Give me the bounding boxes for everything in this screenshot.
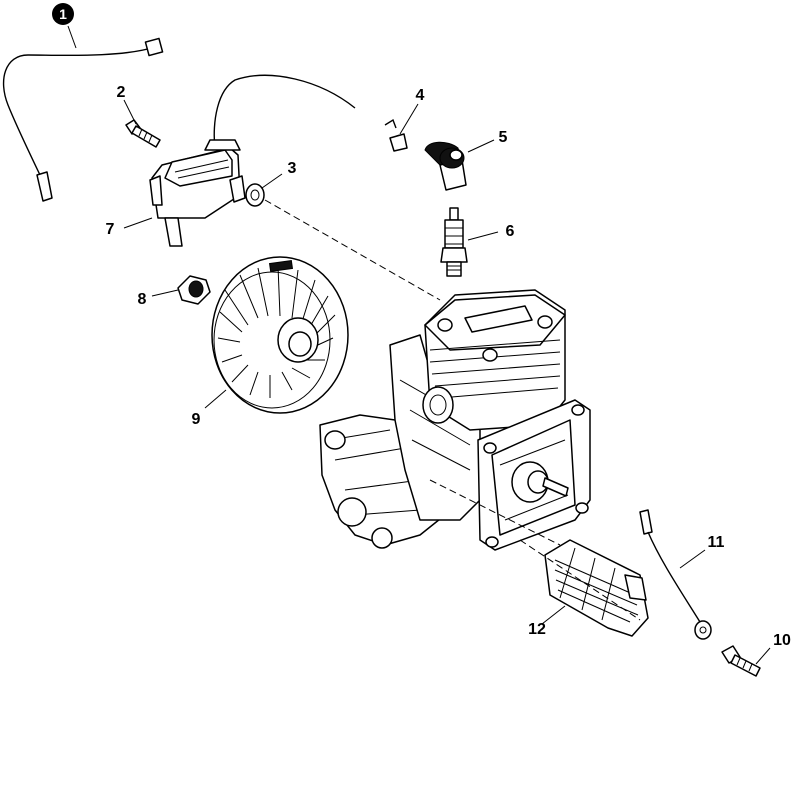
- callout-5-label[interactable]: 5: [499, 129, 508, 146]
- part-8-flywheel-nut[interactable]: [177, 275, 211, 305]
- part-5-plug-boot[interactable]: [424, 141, 467, 191]
- callout-8-label[interactable]: 8: [138, 291, 147, 308]
- callout-4-label[interactable]: 4: [416, 87, 425, 104]
- part-11-ground-wire[interactable]: [639, 509, 712, 640]
- part-1-ignition-wire[interactable]: [2, 37, 164, 202]
- callout-7-label[interactable]: 7: [106, 221, 115, 238]
- callout-2-label[interactable]: 2: [117, 84, 126, 101]
- part-10-screw[interactable]: [721, 645, 761, 677]
- part-4-spring[interactable]: [384, 118, 408, 152]
- callout-6-label[interactable]: 6: [506, 223, 515, 240]
- assembly-centerlines: [264, 199, 641, 621]
- part-6-spark-plug[interactable]: [440, 207, 468, 277]
- callout-12-label[interactable]: 12: [528, 621, 546, 638]
- callout-3-label[interactable]: 3: [288, 160, 297, 177]
- callout-11-label[interactable]: 11: [708, 534, 725, 551]
- callout-10-label[interactable]: 10: [773, 632, 791, 649]
- callout-leaders: [67, 25, 771, 665]
- callout-1-badge[interactable]: 1: [52, 3, 74, 25]
- part-7-ignition-coil[interactable]: [149, 74, 356, 247]
- part-12-heat-shield[interactable]: [544, 539, 649, 637]
- callout-9-label[interactable]: 9: [192, 411, 201, 428]
- callout-1-label: 1: [59, 6, 67, 22]
- part-3-washer[interactable]: [245, 183, 265, 207]
- engine-crankcase-cylinder: [319, 289, 591, 551]
- part-9-flywheel[interactable]: [211, 256, 349, 414]
- part-2-bolt[interactable]: [125, 119, 161, 148]
